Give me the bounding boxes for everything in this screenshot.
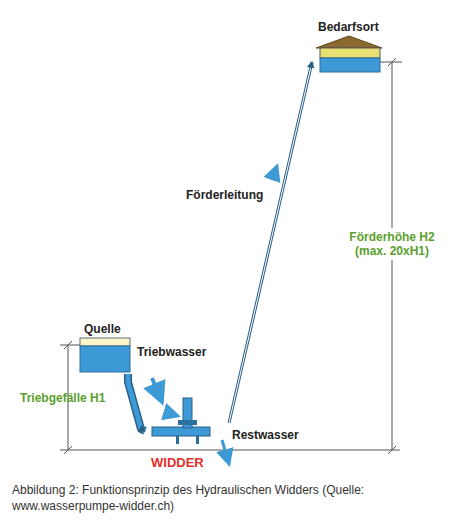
dimension-line [60,345,80,346]
flow-arrow [222,440,229,464]
source-tank [80,346,130,372]
ram-pump-node: WIDDER [145,395,229,470]
pump-body [152,427,210,436]
node-label: Bedarfsort [318,20,392,34]
waste-valve [176,436,179,444]
dimension-tick [388,58,396,66]
flow-arrow [152,378,162,402]
house-tank [320,58,380,72]
ground-line [60,450,400,451]
caption: Abbildung 2: Funktionsprinzip des Hydrau… [12,482,437,514]
edge-label: Förderleitung [186,188,263,202]
delivery-pipe [229,62,312,423]
house-water-top [320,48,380,58]
edge-label: Triebwasser [137,345,206,359]
tank-surface [80,338,130,346]
node-label: Quelle [84,322,138,336]
valve [178,420,197,425]
flow-label: Restwasser [232,428,322,442]
dimension-label: Förderhöhe H2 (max. 20xH1) [340,228,444,260]
dimension-tick [64,446,72,454]
destination-node: Bedarfsort [312,20,392,74]
flow-arrow [168,413,178,416]
house-roof [316,36,382,48]
source-node: Quelle [78,322,138,374]
dimension-tick [64,341,72,349]
node-label: WIDDER [151,456,229,470]
dimension-tick [388,446,396,454]
flow-arrow [272,166,277,180]
dimension-label: Triebgefälle H1 [20,391,120,405]
waste-valve [196,436,199,444]
drive-pipe [128,374,145,431]
